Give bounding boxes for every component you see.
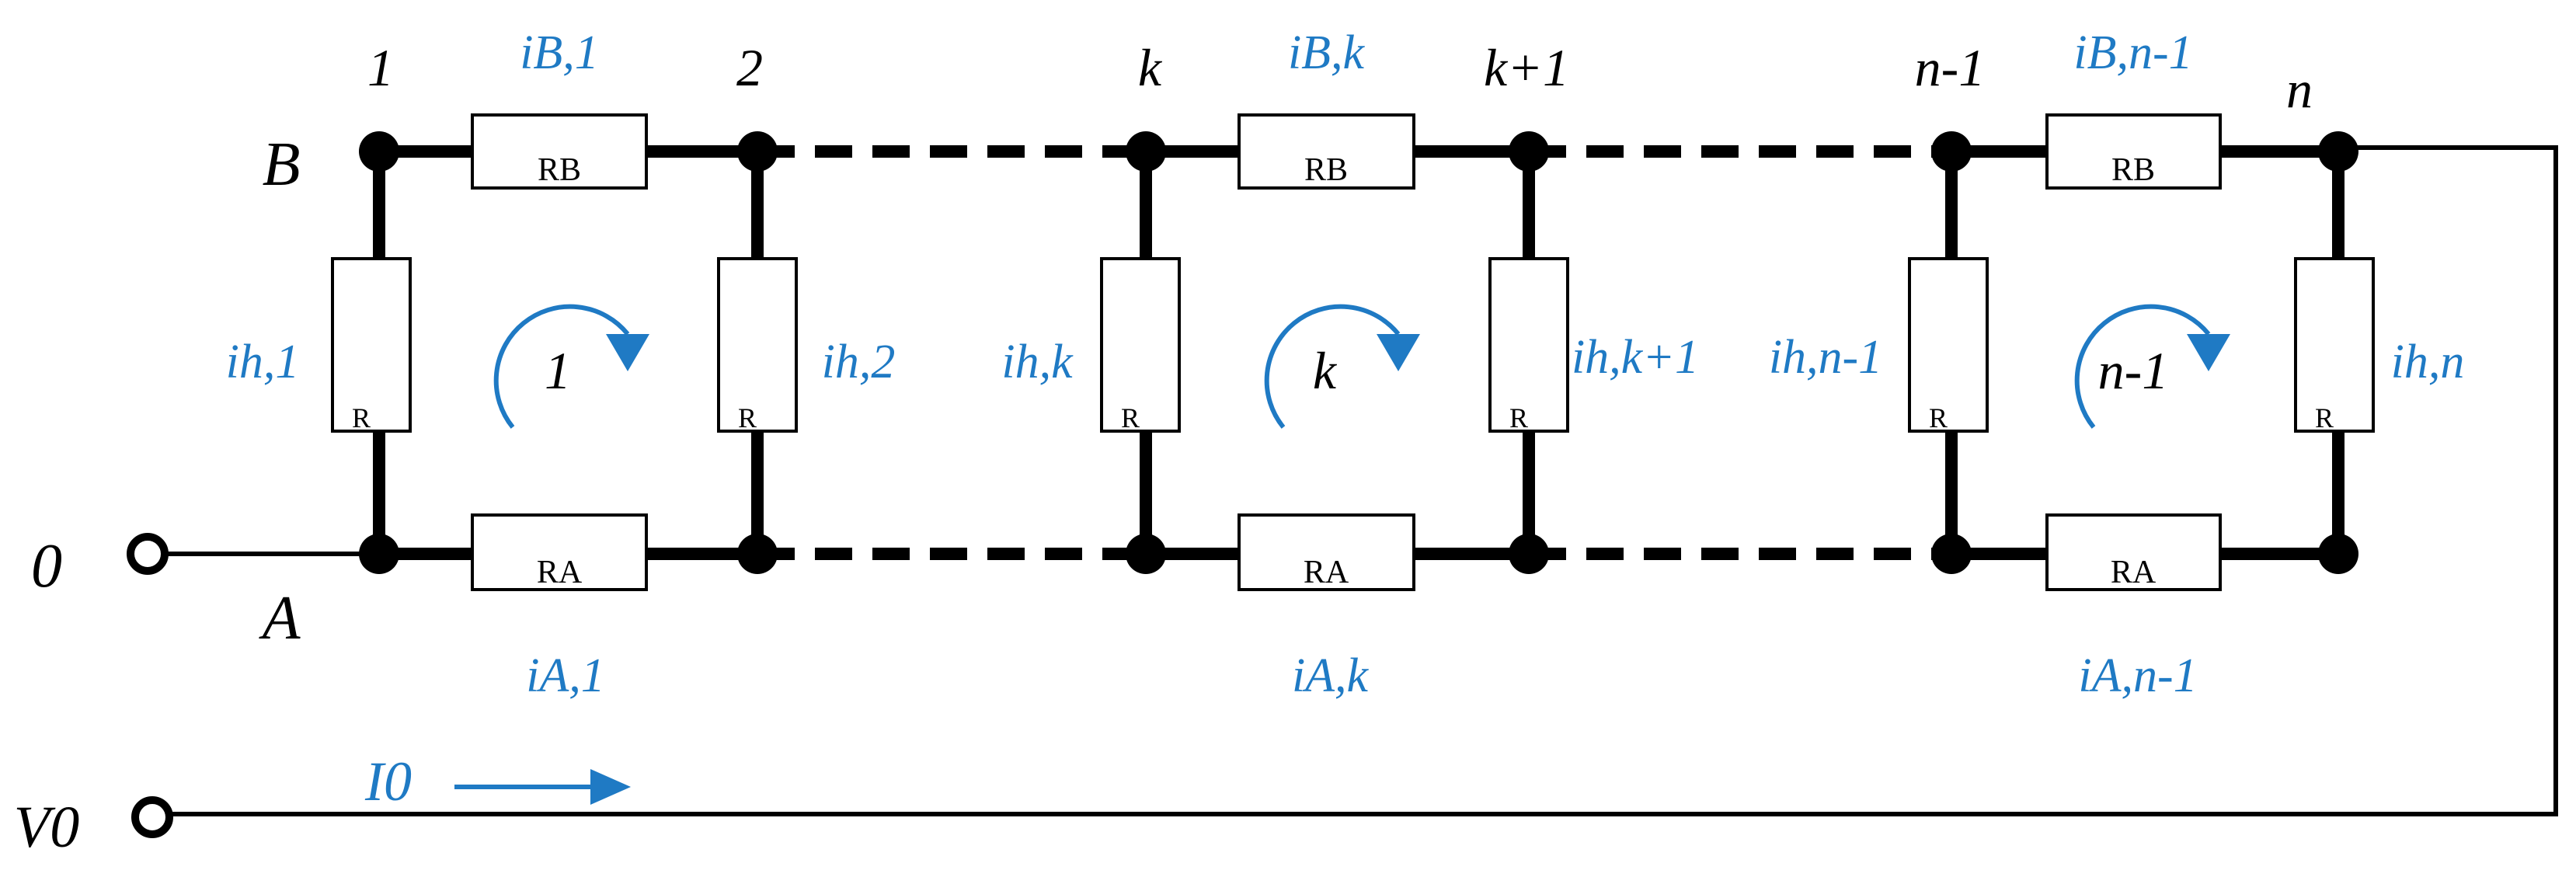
- current-label-ibk: iB,k: [1288, 26, 1366, 79]
- rail-label-a: A: [259, 584, 301, 653]
- junction-nodes: [359, 131, 2358, 574]
- node-a-k: [1126, 534, 1166, 574]
- resistor-rh-n-label: R: [2315, 402, 2334, 433]
- node-b-2: [737, 131, 778, 172]
- mesh-label-1: 1: [545, 341, 571, 400]
- terminal-0: [127, 533, 169, 575]
- node-label-n: n: [2286, 60, 2313, 119]
- current-label-ihk: ih,k: [1001, 336, 1074, 388]
- resistor-rh-2-label: R: [738, 402, 757, 433]
- resistor-rh-n1: R: [1908, 257, 1989, 433]
- node-a-k1: [1509, 534, 1549, 574]
- current-label-ihn: ih,n: [2391, 336, 2465, 388]
- current-label-ihn1: ih,n-1: [1769, 331, 1882, 384]
- resistor-rh-1: R: [331, 257, 412, 433]
- resistor-ra-1: RA: [471, 513, 648, 591]
- current-label-ian1: iA,n-1: [2078, 649, 2197, 702]
- current-label-iak: iA,k: [1292, 649, 1370, 702]
- current-label-i0: I0: [364, 750, 412, 813]
- resistor-rh-k-label: R: [1121, 402, 1140, 433]
- resistor-ra-n1-label: RA: [2111, 555, 2157, 590]
- resistor-rh-n1-label: R: [1929, 402, 1948, 433]
- node-b-n1: [1931, 131, 1972, 172]
- current-label-ib1: iB,1: [520, 26, 599, 79]
- resistor-ra-k: RA: [1238, 513, 1415, 591]
- node-label-n1: n-1: [1915, 38, 1986, 97]
- node-a-2: [737, 534, 778, 574]
- resistor-rb-n1-label: RB: [2111, 152, 2155, 188]
- node-label-k: k: [1138, 38, 1163, 97]
- resistor-rh-k1: R: [1488, 257, 1569, 433]
- mesh-loop-k: k: [1264, 304, 1420, 429]
- resistor-rh-n: R: [2294, 257, 2375, 433]
- current-label-ih2: ih,2: [822, 336, 896, 388]
- mesh-label-n1: n-1: [2098, 341, 2169, 400]
- node-label-k1: k+1: [1484, 38, 1569, 97]
- terminal-v0: [131, 796, 173, 838]
- resistor-rb-k-label: RB: [1304, 152, 1348, 188]
- terminal-label-0: 0: [31, 532, 62, 600]
- node-label-1: 1: [367, 38, 394, 97]
- resistor-rb-1-label: RB: [538, 152, 581, 188]
- node-a-1: [359, 534, 399, 574]
- resistor-rb-n1: RB: [2045, 113, 2222, 190]
- node-b-n: [2318, 131, 2358, 172]
- node-b-k: [1126, 131, 1166, 172]
- resistor-rb-k: RB: [1238, 113, 1415, 190]
- return-wire: [169, 145, 2558, 816]
- input-current-arrow: I0: [364, 750, 631, 813]
- resistor-rh-k1-label: R: [1509, 402, 1528, 433]
- vertical-branches: [373, 151, 2345, 554]
- resistor-rh-1-label: R: [352, 402, 371, 433]
- resistor-rb-1: RB: [471, 113, 648, 190]
- resistor-ra-k-label: RA: [1304, 555, 1349, 590]
- resistor-rh-2: R: [717, 257, 798, 433]
- node-a-n1: [1931, 534, 1972, 574]
- mesh-label-k: k: [1313, 341, 1338, 400]
- mesh-loop-1: 1: [493, 304, 649, 429]
- node-a-n: [2318, 534, 2358, 574]
- current-label-ia1: iA,1: [526, 649, 605, 702]
- terminal-label-v0: V0: [14, 795, 79, 860]
- mesh-loop-n1: n-1: [2074, 304, 2230, 429]
- current-label-ih1: ih,1: [226, 336, 300, 388]
- resistor-ra-1-label: RA: [537, 555, 583, 590]
- rail-label-b: B: [263, 131, 301, 199]
- node-label-2: 2: [736, 38, 763, 97]
- current-label-ihk1: ih,k+1: [1572, 331, 1699, 384]
- resistor-rh-k: R: [1100, 257, 1181, 433]
- node-b-1: [359, 131, 399, 172]
- resistor-ra-n1: RA: [2045, 513, 2222, 591]
- current-label-ibn1: iB,n-1: [2073, 26, 2192, 79]
- node-b-k1: [1509, 131, 1549, 172]
